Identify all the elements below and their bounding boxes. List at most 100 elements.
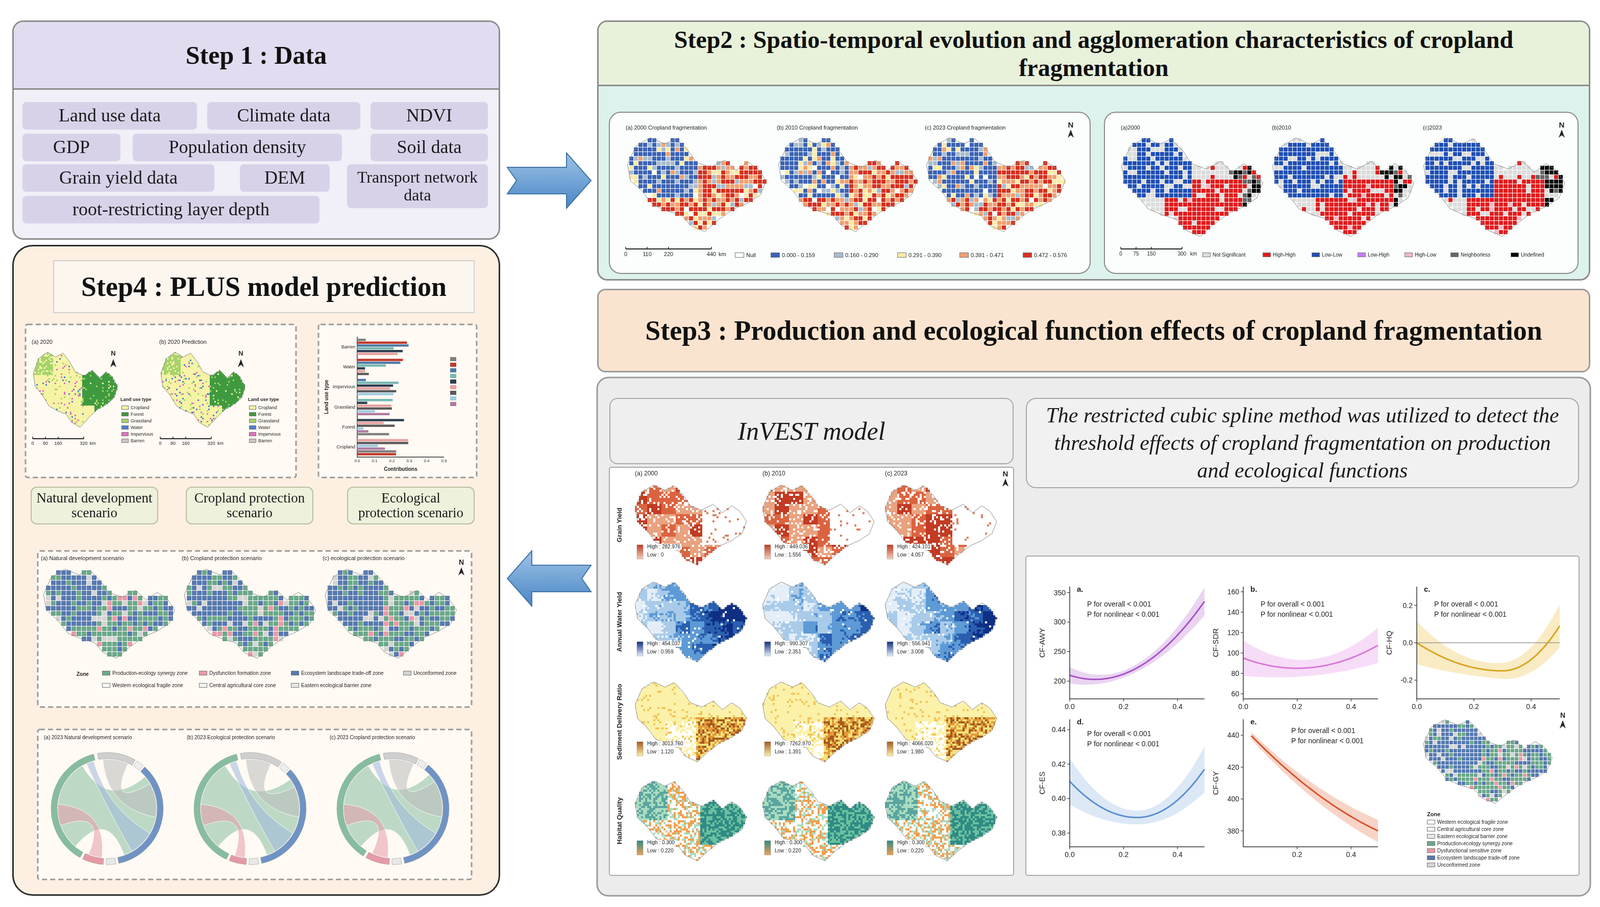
legend-item: Cropland (249, 405, 278, 411)
legend-item: Forest (121, 411, 144, 417)
annotation-text: 0.0 (1402, 638, 1413, 648)
legend-swatch (290, 671, 300, 676)
annotation-text: 140 (1227, 608, 1240, 617)
legend-item: Barren (121, 438, 145, 444)
north-arrow (458, 567, 465, 576)
legend-text: 0.160 - 0.290 (845, 252, 879, 259)
legend-text: Undefined (1520, 252, 1545, 259)
legend-swatch (1426, 820, 1436, 825)
chord-arc (133, 761, 144, 771)
map-outline (885, 582, 997, 662)
legend-item: Undefined (1510, 252, 1545, 259)
annotation-text: Barren (341, 343, 356, 350)
annotation-text: Low : 3.008 (896, 649, 925, 656)
bar (357, 439, 409, 442)
legend-item: Central agricultural core zone (199, 682, 277, 689)
legend-text: Impervious (130, 431, 154, 437)
annotation-text: N (238, 350, 243, 358)
legend-swatch (249, 412, 257, 417)
map-outline (885, 682, 997, 762)
legend-text: Low-High (1367, 252, 1390, 259)
legend-swatch (199, 671, 208, 676)
map-outline (325, 569, 457, 659)
node-text: Ecological protection scenario (352, 490, 470, 521)
legend-item: 0.000 - 0.159 (770, 252, 816, 259)
annotation-text: 160 (181, 440, 190, 447)
legend-item: Dysfunctional sensitive zone (1426, 848, 1502, 855)
legend-text: Ecosystem landscape trade-off zone (1437, 855, 1520, 862)
annotation-text: CF-HQ (1384, 630, 1394, 656)
legend-swatch (897, 252, 907, 258)
legend-text: Unconformed zone (413, 670, 457, 677)
scenario-box: Ecological protection scenario (347, 486, 475, 525)
legend-swatch (1022, 252, 1032, 258)
data-chip: Land use data (22, 102, 198, 130)
bar (357, 424, 395, 428)
legend-swatch (1426, 841, 1436, 847)
annotation-text: km (718, 251, 727, 258)
legend-swatch (290, 683, 300, 688)
axis-tick (1240, 767, 1244, 768)
legend-text: Production-ecology synergy zone (112, 670, 188, 677)
north-arrow (1002, 478, 1009, 487)
bar (357, 447, 385, 451)
legend-item: 0.472 - 0.576 (1022, 252, 1068, 259)
annotation-text: P for nonlinear < 0.001 (1434, 610, 1507, 619)
bar (357, 392, 394, 396)
data-chip: root-restricting layer depth (22, 195, 320, 224)
bar (357, 373, 369, 376)
legend-item: Forest (249, 411, 272, 417)
spline-curve (1251, 735, 1378, 832)
chord-arc (365, 852, 390, 866)
chord-arc (417, 759, 428, 770)
axis-tick (1240, 591, 1244, 593)
map-outline (635, 781, 747, 861)
legend-text: Dysfunction formation zone (209, 670, 272, 677)
annotation-text: P for nonlinear < 0.001 (1291, 736, 1364, 746)
chord-arc (240, 752, 282, 768)
annotation-text: 0.42 (1051, 760, 1066, 769)
legend-text: Cropland (130, 405, 150, 411)
annotation-text: 80 (1231, 669, 1240, 678)
map-outline (160, 352, 245, 428)
legend-swatch (1311, 252, 1320, 258)
map-outline (1272, 137, 1415, 237)
bar (357, 341, 408, 345)
annotation-text: P for overall < 0.001 (1291, 726, 1356, 735)
legend-text: 0.291 - 0.390 (908, 252, 942, 259)
north-arrow (1559, 720, 1566, 729)
gradient-swatch (764, 545, 771, 560)
legend-text: Grassland (258, 418, 280, 424)
scale-tick (57, 436, 59, 439)
node-text: GDP (53, 137, 90, 158)
annotation-text: 220 (663, 251, 674, 258)
data-chip: Grain yield data (22, 164, 215, 192)
scale-tick (1120, 247, 1122, 250)
annotation-text: 100 (1227, 649, 1240, 658)
legend-sample (450, 396, 457, 401)
legend-text: Barren (258, 438, 273, 444)
legend-text: Western ecological fragile zone (112, 682, 184, 689)
annotation-text: e. (1250, 717, 1258, 727)
annotation-text: 0.4 (1345, 850, 1356, 859)
annotation-text: High : 424.101 (896, 544, 932, 551)
map-outline (1121, 137, 1264, 237)
legend-item: High-Low (1404, 252, 1437, 259)
legend-swatch (403, 671, 412, 676)
annotation-text: 250 (1053, 647, 1066, 656)
legend-text: Forest (130, 411, 144, 417)
annotation-text: High : 454.037 (646, 641, 682, 648)
scale-tick (1135, 247, 1137, 250)
axis-tick (1067, 764, 1070, 765)
annotation-text: N (1560, 711, 1566, 720)
north-arrow (237, 359, 244, 368)
annotation-text: 0.4 (1525, 702, 1536, 711)
legend-sample (450, 385, 457, 390)
annotation-text: km (217, 440, 224, 447)
annotation-text: Low : 0.959 (646, 649, 675, 656)
header-band: Step2 : Spatio-temporal evolution and ag… (598, 21, 1589, 87)
axis-tick (1067, 622, 1070, 623)
annotation-text: 400 (1227, 795, 1240, 804)
legend-swatch (1450, 252, 1459, 258)
